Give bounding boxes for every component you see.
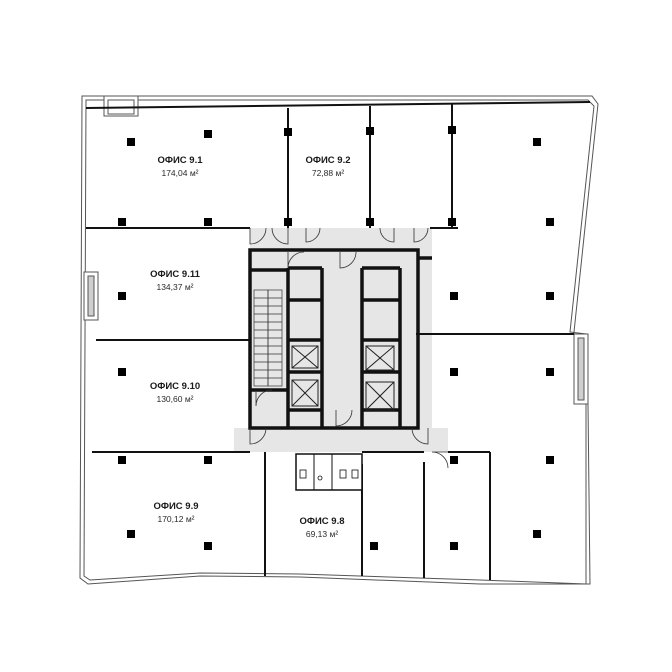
office-area: 130,60 м²: [156, 394, 193, 404]
staircase: [253, 289, 283, 387]
office-9-9-label: ОФИС 9.9 170,12 м²: [153, 501, 198, 524]
office-area: 69,13 м²: [306, 529, 338, 539]
office-name: ОФИС 9.2: [305, 155, 350, 166]
facade: [79, 95, 599, 585]
office-name: ОФИС 9.9: [153, 501, 198, 512]
partition-walls: [85, 101, 591, 580]
elevators: [291, 345, 395, 411]
building-core: [234, 228, 448, 452]
office-name: ОФИС 9.1: [157, 155, 203, 166]
core-walls: [248, 248, 432, 430]
office-area: 174,04 м²: [161, 168, 198, 178]
office-9-8-label: ОФИС 9.8 69,13 м²: [299, 516, 344, 539]
office-area: 134,37 м²: [156, 282, 193, 292]
restrooms: [295, 453, 363, 491]
office-area: 72,88 м²: [312, 168, 344, 178]
office-name: ОФИС 9.11: [150, 269, 201, 280]
office-9-2-label: ОФИС 9.2 72,88 м²: [305, 155, 350, 178]
office-9-1-label: ОФИС 9.1 174,04 м²: [157, 155, 203, 178]
columns: [118, 126, 554, 550]
office-9-10-label: ОФИС 9.10 130,60 м²: [150, 381, 200, 404]
office-name: ОФИС 9.10: [150, 381, 200, 392]
office-9-11-label: ОФИС 9.11 134,37 м²: [150, 269, 201, 292]
office-area: 170,12 м²: [157, 514, 194, 524]
office-name: ОФИС 9.8: [299, 516, 344, 527]
doors: [249, 227, 449, 469]
